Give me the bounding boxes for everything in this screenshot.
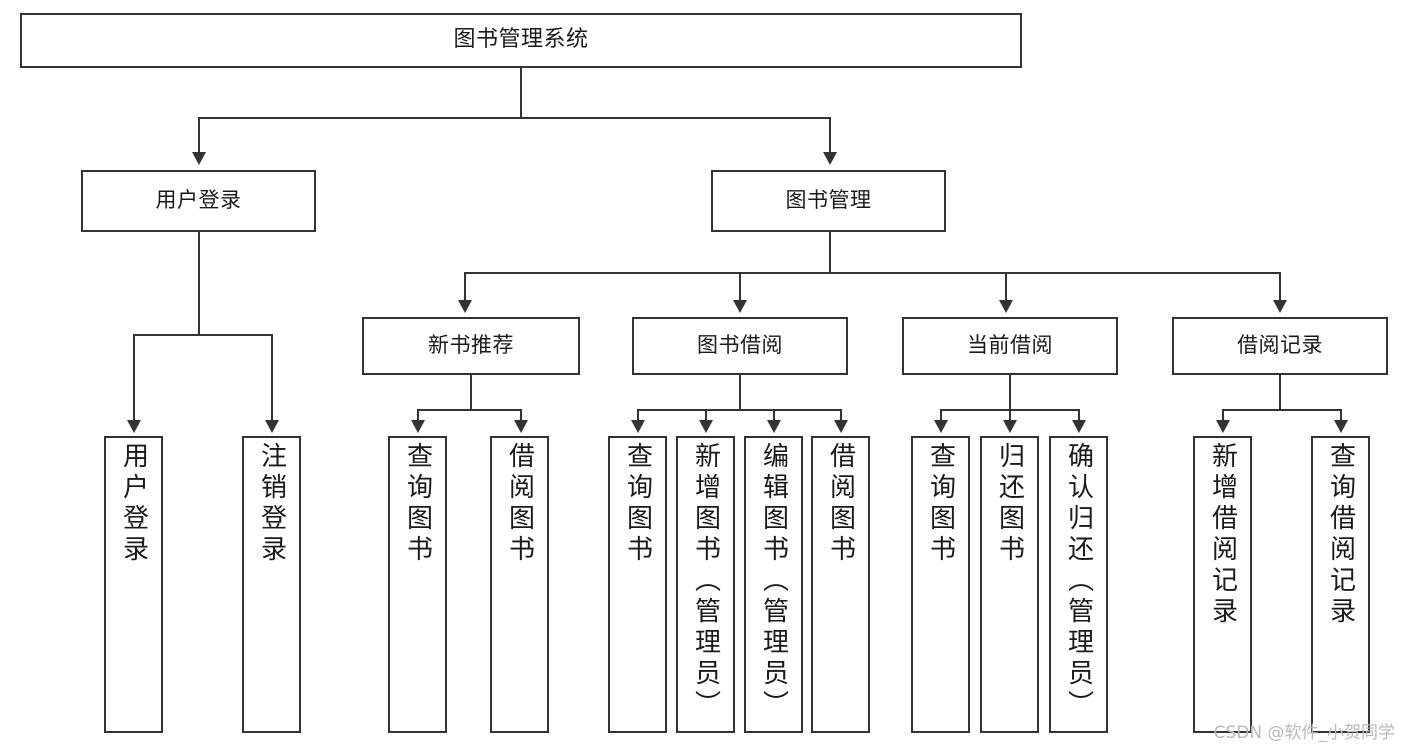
arrowhead-new-book-recommend [458, 300, 472, 313]
node-leaf-query-book-3[interactable]: 查询图书 [911, 436, 970, 733]
connector-cb-to-leaf-3 [1078, 409, 1080, 422]
connector-bb-to-leaf-3 [773, 409, 775, 422]
connector-user-login-to-leaf-2 [271, 334, 273, 422]
node-leaf-user-login[interactable]: 用户登录 [104, 436, 163, 733]
arrowhead-user-login [192, 152, 206, 165]
connector-borrow-record-bus [1222, 409, 1341, 411]
watermark-text: CSDN @软件_小贺同学 [1213, 723, 1395, 743]
connector-bb-to-leaf-1 [637, 409, 639, 422]
node-label: 确认归还（管理员） [1063, 442, 1094, 721]
node-leaf-query-book-1[interactable]: 查询图书 [388, 436, 447, 733]
node-leaf-logout-login[interactable]: 注销登录 [242, 436, 301, 733]
connector-book-management-stem [829, 232, 831, 274]
node-leaf-confirm-return[interactable]: 确认归还（管理员） [1049, 436, 1108, 733]
node-leaf-borrow-book-1[interactable]: 借阅图书 [490, 436, 549, 733]
connector-bb-to-leaf-4 [840, 409, 842, 422]
connector-cb-to-leaf-1 [940, 409, 942, 422]
node-leaf-query-record[interactable]: 查询借阅记录 [1311, 436, 1370, 733]
node-book-borrow[interactable]: 图书借阅 [632, 317, 848, 375]
node-borrow-record[interactable]: 借阅记录 [1172, 317, 1388, 375]
node-label: 图书管理 [785, 188, 872, 213]
arrowhead-book-management [823, 152, 837, 165]
node-label: 归还图书 [994, 442, 1025, 566]
connector-nb-to-leaf-2 [520, 409, 522, 422]
connector-new-book-stem [470, 375, 472, 411]
connector-user-login-to-leaf-1 [133, 334, 135, 422]
node-label: 用户登录 [118, 442, 149, 566]
node-book-management[interactable]: 图书管理 [711, 170, 946, 232]
arrowhead-leaf-borrow-book-1 [514, 420, 528, 433]
arrowhead-leaf-add-record [1216, 420, 1230, 433]
connector-root-stem [520, 68, 522, 118]
arrowhead-leaf-return-book [1003, 420, 1017, 433]
connector-bm-to-current-borrow [1005, 272, 1007, 302]
arrowhead-book-borrow [733, 300, 747, 313]
connector-root-to-book-management [829, 117, 831, 154]
node-label: 借阅记录 [1237, 333, 1323, 358]
node-label: 新书推荐 [428, 333, 514, 358]
connector-bb-to-leaf-2 [705, 409, 707, 422]
node-leaf-add-book[interactable]: 新增图书（管理员） [676, 436, 735, 733]
node-new-book-recommend[interactable]: 新书推荐 [362, 317, 580, 375]
arrowhead-leaf-borrow-book-2 [834, 420, 848, 433]
connector-book-management-bus [464, 272, 1281, 274]
connector-bm-to-book-borrow [739, 272, 741, 302]
arrowhead-leaf-query-book-1 [411, 420, 425, 433]
node-label: 图书借阅 [697, 333, 783, 358]
node-label: 编辑图书（管理员） [758, 442, 789, 721]
node-label: 查询图书 [622, 442, 653, 566]
connector-user-login-bus [133, 334, 272, 336]
connector-user-login-stem [198, 232, 200, 336]
arrowhead-leaf-logout-login [265, 420, 279, 433]
node-label: 查询图书 [925, 442, 956, 566]
connector-borrow-record-stem [1279, 375, 1281, 411]
arrowhead-leaf-add-book [699, 420, 713, 433]
node-label: 借阅图书 [504, 442, 535, 566]
connector-br-to-leaf-1 [1222, 409, 1224, 422]
arrowhead-leaf-confirm-return [1072, 420, 1086, 433]
node-leaf-edit-book[interactable]: 编辑图书（管理员） [744, 436, 803, 733]
arrowhead-leaf-query-book-2 [631, 420, 645, 433]
connector-nb-to-leaf-1 [417, 409, 419, 422]
arrowhead-leaf-query-book-3 [934, 420, 948, 433]
node-label: 借阅图书 [825, 442, 856, 566]
node-leaf-return-book[interactable]: 归还图书 [980, 436, 1039, 733]
node-label: 注销登录 [256, 442, 287, 566]
node-current-borrow[interactable]: 当前借阅 [902, 317, 1118, 375]
node-label: 用户登录 [155, 188, 242, 213]
node-label: 查询借阅记录 [1325, 442, 1356, 628]
arrowhead-leaf-query-record [1334, 420, 1348, 433]
node-label: 当前借阅 [967, 333, 1053, 358]
node-label: 查询图书 [402, 442, 433, 566]
node-user-login[interactable]: 用户登录 [81, 170, 316, 232]
connector-root-bus [198, 117, 831, 119]
connector-bm-to-borrow-record [1279, 272, 1281, 302]
node-book-management-system[interactable]: 图书管理系统 [20, 13, 1022, 68]
connector-br-to-leaf-2 [1340, 409, 1342, 422]
node-leaf-add-record[interactable]: 新增借阅记录 [1193, 436, 1252, 733]
node-leaf-query-book-2[interactable]: 查询图书 [608, 436, 667, 733]
connector-current-borrow-stem [1009, 375, 1011, 411]
connector-cb-to-leaf-2 [1009, 409, 1011, 422]
connector-root-to-user-login [198, 117, 200, 154]
arrowhead-borrow-record [1273, 300, 1287, 313]
connector-book-borrow-stem [739, 375, 741, 411]
node-label: 新增借阅记录 [1207, 442, 1238, 628]
arrowhead-current-borrow [999, 300, 1013, 313]
node-leaf-borrow-book-2[interactable]: 借阅图书 [811, 436, 870, 733]
arrowhead-leaf-edit-book [767, 420, 781, 433]
connector-new-book-bus [417, 409, 521, 411]
node-label: 新增图书（管理员） [690, 442, 721, 721]
arrowhead-leaf-user-login [127, 420, 141, 433]
node-label: 图书管理系统 [453, 27, 589, 53]
connector-bm-to-new-book [464, 272, 466, 302]
connector-book-borrow-bus [637, 409, 841, 411]
